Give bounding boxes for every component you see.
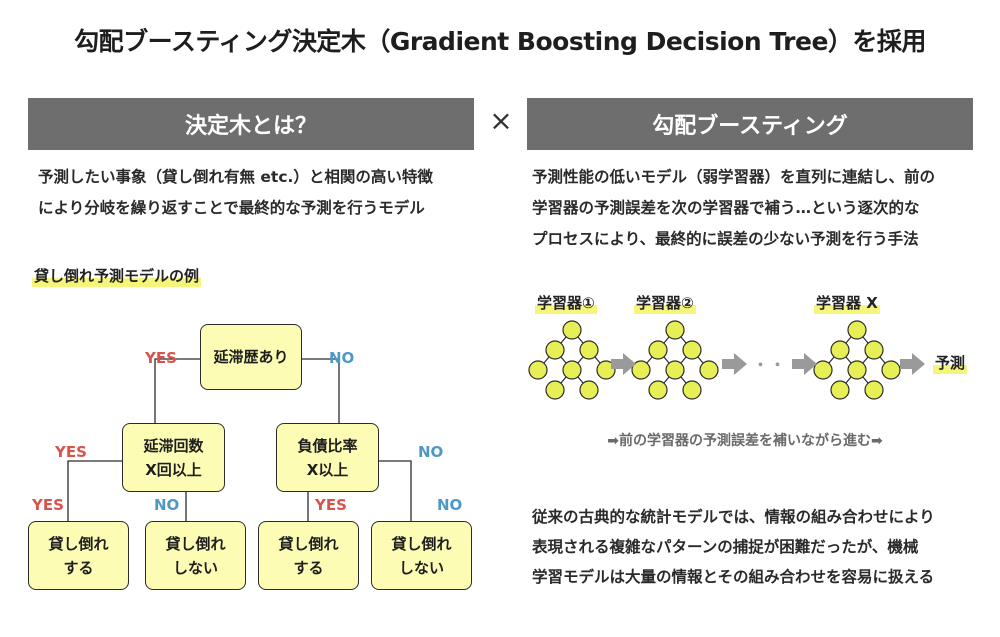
tree-node-circle bbox=[881, 360, 901, 380]
tree-node-circle bbox=[682, 340, 702, 360]
branch-label-yes: YES bbox=[315, 496, 347, 514]
right-arrow-icon bbox=[722, 353, 747, 375]
description-line: 学習器の予測誤差を次の学習器で補う…という逐次的な bbox=[532, 199, 920, 217]
tree-node-circle bbox=[847, 320, 867, 340]
tree-node-leaf-2: 貸し倒れ しない bbox=[145, 521, 246, 590]
tree-node-circle bbox=[545, 340, 565, 360]
tree-node-leaf-1: 貸し倒れ する bbox=[28, 521, 129, 590]
right-arrow-icon bbox=[611, 353, 636, 375]
tree-node-circle bbox=[579, 340, 599, 360]
gradient-boosting-banner: 勾配ブースティング bbox=[527, 98, 973, 150]
tree-node-circle bbox=[847, 360, 867, 380]
note-line: 表現される複雑なパターンの捕捉が困難だったが、機械 bbox=[532, 538, 919, 556]
learner-label-1: 学習器① bbox=[535, 292, 597, 314]
ellipsis-dots: ・・・ bbox=[753, 356, 805, 374]
decision-tree-banner: 決定木とは？ bbox=[28, 98, 474, 150]
description-line: 予測性能の低いモデル（弱学習器）を直列に連結し、前の bbox=[532, 168, 936, 186]
tree-node-circle bbox=[579, 380, 599, 400]
branch-label-no: NO bbox=[329, 349, 355, 367]
page-title: 勾配ブースティング決定木（Gradient Boosting Decision … bbox=[74, 27, 926, 56]
learner-label-x: 学習器 X bbox=[814, 292, 880, 314]
weak-learner-tree-1 bbox=[528, 320, 616, 400]
description-line: により分岐を繰り返すことで最終的な予測を行うモデル bbox=[38, 199, 425, 217]
description-line: 予測したい事象（貸し倒れ有無 etc.）と相関の高い特徴 bbox=[38, 168, 433, 186]
gradient-boosting-description: 予測性能の低いモデル（弱学習器）を直列に連結し、前の 学習器の予測誤差を次の学習… bbox=[532, 162, 935, 255]
branch-label-no: NO bbox=[154, 496, 180, 514]
connector-midright-leaf4 bbox=[368, 460, 412, 521]
model-advantage-note: 従来の古典的な統計モデルでは、情報の組み合わせにより 表現される複雑なパターンの… bbox=[532, 502, 935, 592]
right-arrow-icon bbox=[900, 353, 925, 375]
tree-node-circle bbox=[562, 360, 582, 380]
tree-node-root: 延滞歴あり bbox=[200, 324, 302, 390]
branch-label-no: NO bbox=[437, 496, 463, 514]
tree-node-circle bbox=[648, 340, 668, 360]
weak-learner-tree-2 bbox=[631, 320, 719, 400]
tree-node-circle bbox=[648, 380, 668, 400]
tree-node-circle bbox=[699, 360, 719, 380]
weak-learner-tree-3 bbox=[813, 320, 901, 400]
example-label: 貸し倒れ予測モデルの例 bbox=[32, 265, 202, 287]
learner-label-2: 学習器② bbox=[634, 292, 696, 314]
times-icon: × bbox=[489, 104, 513, 137]
connector-root-left bbox=[154, 358, 200, 423]
tree-node-circle bbox=[682, 380, 702, 400]
tree-node-circle bbox=[830, 340, 850, 360]
description-line: プロセスにより、最終的に誤差の少ない予測を行う手法 bbox=[532, 230, 919, 248]
gradient-boosting-heading: 勾配ブースティング bbox=[652, 114, 848, 139]
branch-label-no: NO bbox=[418, 443, 444, 461]
decision-tree-description: 予測したい事象（貸し倒れ有無 etc.）と相関の高い特徴 により分岐を繰り返すこ… bbox=[38, 162, 433, 224]
note-line: 従来の古典的な統計モデルでは、情報の組み合わせにより bbox=[532, 508, 935, 526]
boosting-caption: ➡前の学習器の予測誤差を補いながら進む➡ bbox=[607, 433, 883, 449]
tree-node-circle bbox=[596, 360, 616, 380]
tree-node-circle bbox=[562, 320, 582, 340]
tree-node-circle bbox=[813, 360, 833, 380]
tree-node-leaf-4: 貸し倒れ しない bbox=[371, 521, 472, 590]
branch-label-yes: YES bbox=[55, 443, 87, 461]
tree-node-circle bbox=[631, 360, 651, 380]
branch-label-yes: YES bbox=[32, 496, 64, 514]
connector-root-right bbox=[302, 358, 340, 423]
tree-node-mid-left: 延滞回数 X回以上 bbox=[122, 423, 225, 492]
connector-midleft-leaf1 bbox=[67, 460, 124, 521]
right-arrow-icon bbox=[792, 353, 817, 375]
note-line: 学習モデルは大量の情報とその組み合わせを容易に扱える bbox=[532, 568, 935, 586]
tree-node-circle bbox=[830, 380, 850, 400]
tree-node-circle bbox=[864, 340, 884, 360]
decision-tree-heading: 決定木とは？ bbox=[184, 114, 317, 139]
tree-node-circle bbox=[528, 360, 548, 380]
tree-node-circle bbox=[665, 360, 685, 380]
tree-node-circle bbox=[545, 380, 565, 400]
prediction-label: 予測 bbox=[933, 352, 968, 374]
branch-label-yes: YES bbox=[145, 349, 177, 367]
tree-node-circle bbox=[665, 320, 685, 340]
tree-node-circle bbox=[864, 380, 884, 400]
tree-node-leaf-3: 貸し倒れ する bbox=[258, 521, 359, 590]
tree-node-mid-right: 負債比率 X以上 bbox=[276, 423, 379, 492]
